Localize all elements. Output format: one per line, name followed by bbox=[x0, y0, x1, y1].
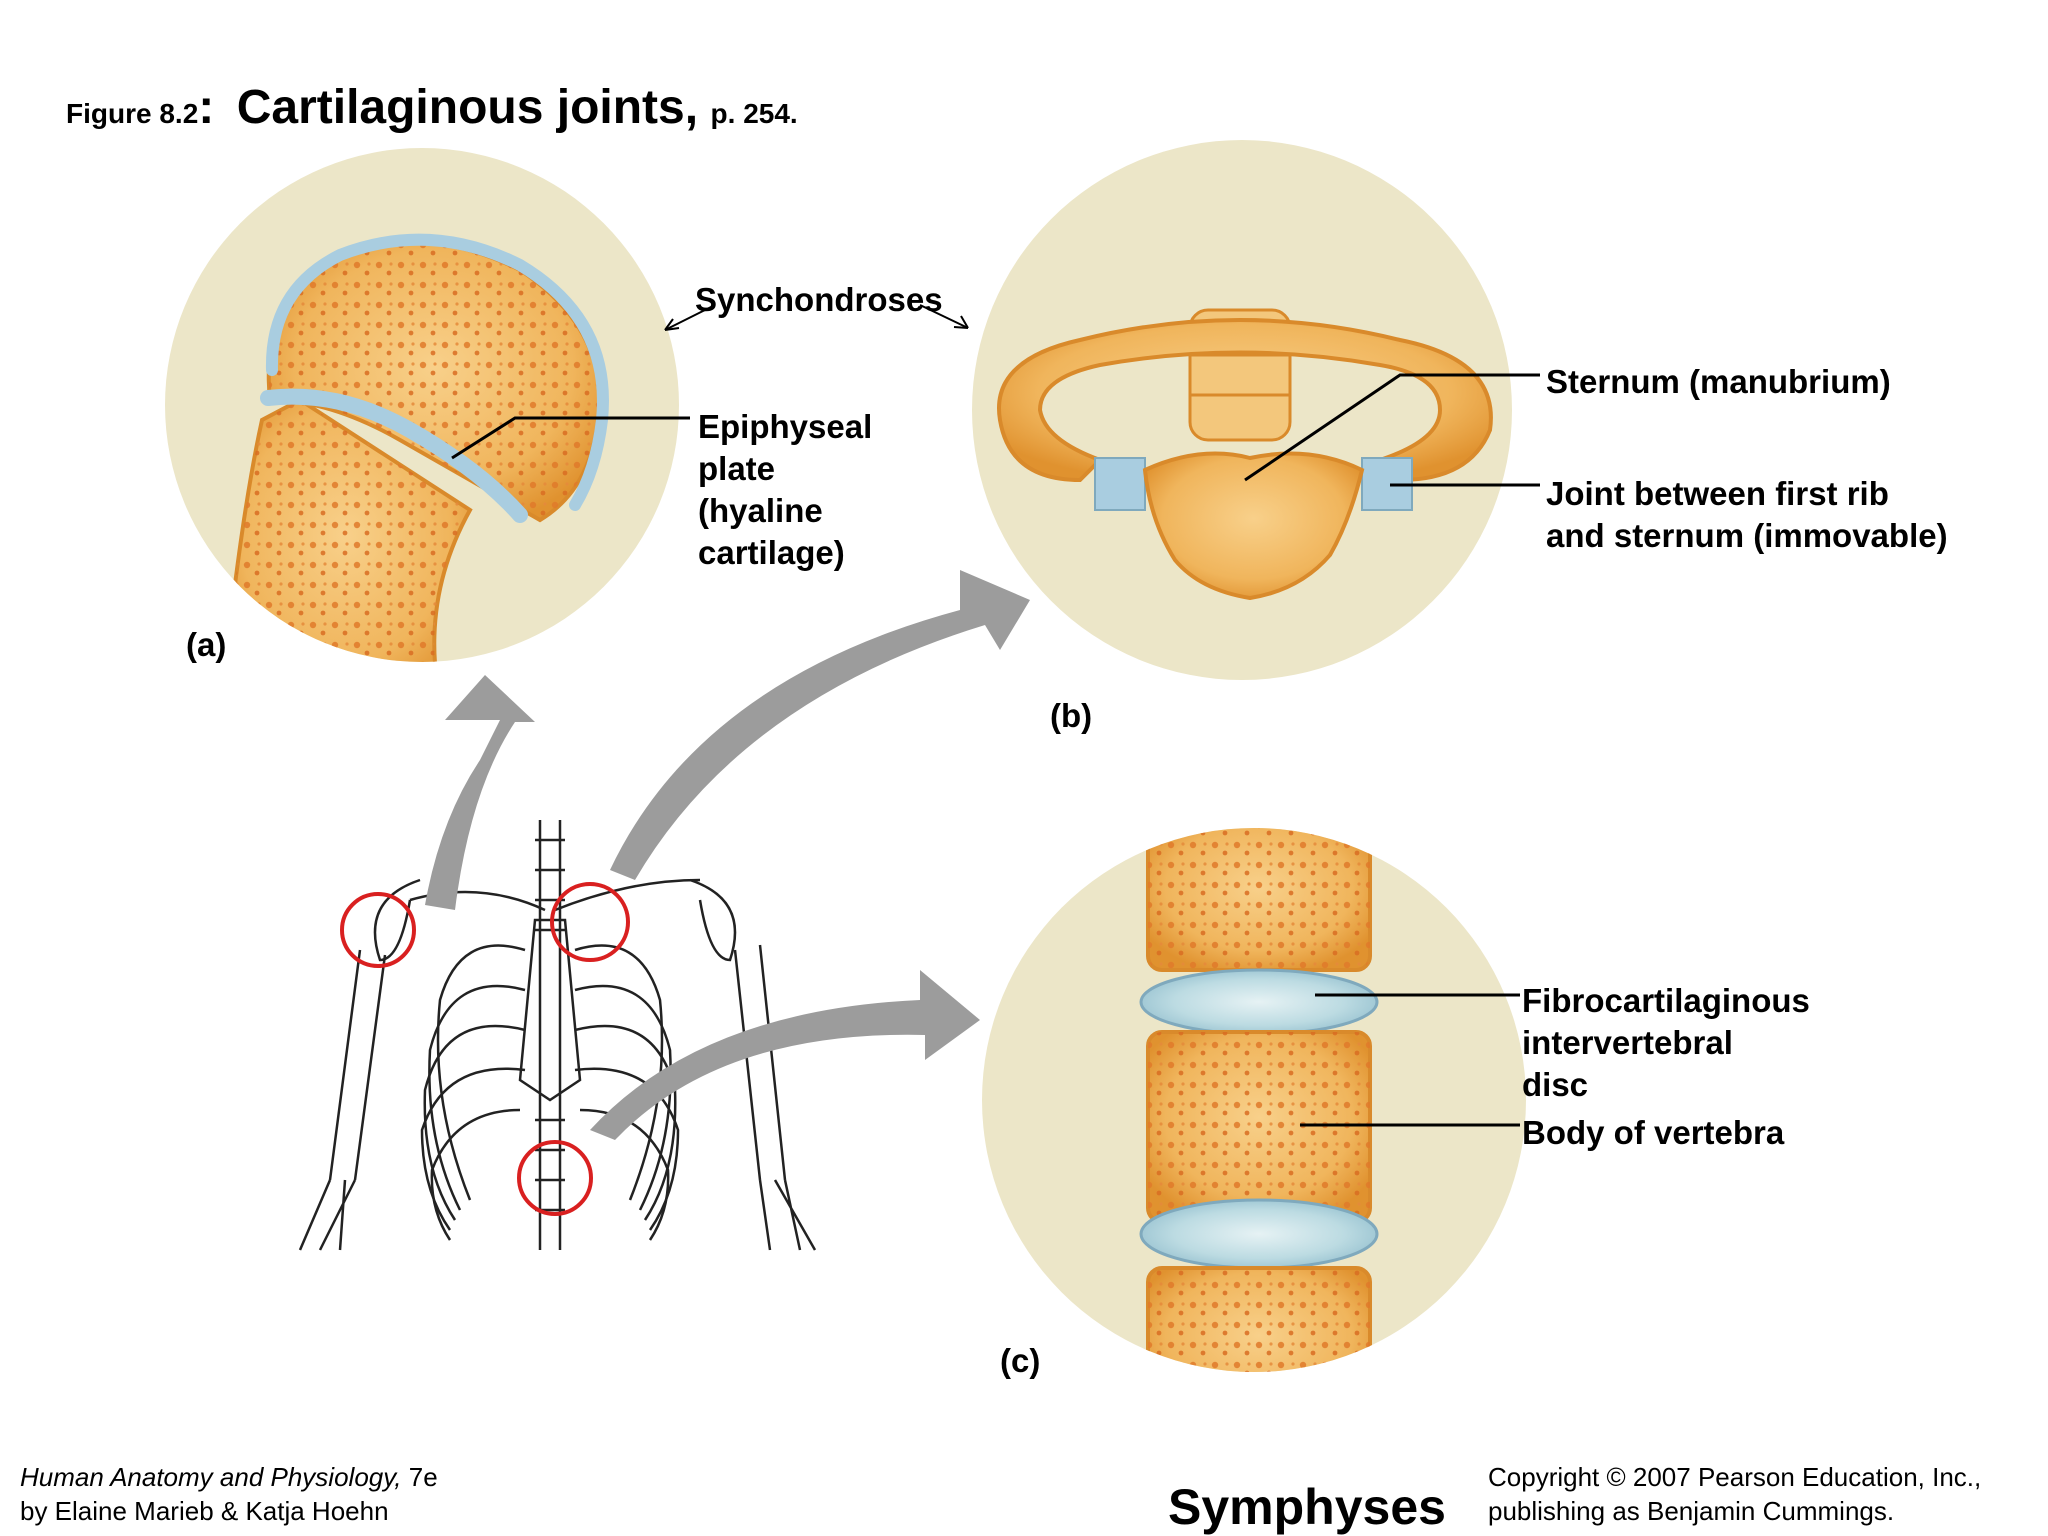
book-edition: 7e bbox=[401, 1462, 438, 1492]
leader-lines bbox=[451, 373, 1540, 1127]
epiphyseal-plate-band bbox=[260, 388, 528, 523]
synchondroses-arrows bbox=[664, 304, 969, 331]
label-epiphyseal-plate: Epiphyseal plate (hyaline cartilage) bbox=[698, 408, 873, 571]
panel-b-rib-sternum bbox=[972, 140, 1512, 680]
label-sternum: Sternum (manubrium) bbox=[1546, 363, 1891, 400]
intervertebral-disc-lower bbox=[1139, 1198, 1379, 1270]
figure-number: Figure 8.2 bbox=[66, 98, 199, 129]
panel-label-a: (a) bbox=[186, 626, 227, 663]
figure-page-ref: p. 254. bbox=[710, 98, 798, 129]
book-authors: by Elaine Marieb & Katja Hoehn bbox=[20, 1496, 389, 1526]
panel-a-epiphyseal-plate bbox=[165, 148, 679, 662]
footer-citation: Human Anatomy and Physiology, 7e by Elai… bbox=[20, 1460, 438, 1528]
label-vertebral-body: Body of vertebra bbox=[1522, 1114, 1785, 1151]
articular-cartilage bbox=[265, 233, 609, 511]
leader-sternum bbox=[1244, 373, 1540, 482]
panel-c-vertebrae bbox=[982, 828, 1526, 1372]
arrow-to-panel-b bbox=[610, 570, 1030, 880]
skeleton-drawing bbox=[298, 820, 817, 1251]
rib-cartilage-left bbox=[1094, 457, 1146, 511]
arrow-to-panel-a bbox=[425, 675, 535, 910]
highlight-circle-sternum bbox=[550, 882, 630, 962]
book-title: Human Anatomy and Physiology, bbox=[20, 1462, 402, 1492]
figure-heading: Cartilaginous joints, bbox=[236, 81, 699, 134]
first-rib bbox=[997, 318, 1493, 483]
label-first-rib-joint: Joint between first rib and sternum (imm… bbox=[1546, 475, 1948, 554]
panel-label-c: (c) bbox=[1000, 1342, 1041, 1379]
panel-label-b: (b) bbox=[1050, 697, 1093, 734]
figure-colon: : bbox=[198, 81, 215, 134]
callout-arrows bbox=[425, 570, 1030, 1140]
arrow-to-panel-c bbox=[590, 970, 980, 1140]
label-synchondroses: Synchondroses bbox=[695, 281, 943, 318]
highlight-circle-vertebra bbox=[517, 1140, 593, 1216]
manubrium bbox=[1142, 451, 1365, 601]
footer-copyright: Copyright © 2007 Pearson Education, Inc.… bbox=[1488, 1462, 1982, 1526]
highlight-circle-humerus bbox=[340, 892, 416, 968]
label-fibrocartilaginous-disc: Fibrocartilaginous intervertebral disc bbox=[1522, 982, 1810, 1103]
label-symphyses: Symphyses bbox=[1168, 1479, 1446, 1535]
leader-epiphyseal bbox=[451, 416, 690, 460]
figure-title: Figure 8.2: Cartilaginous joints, p. 254… bbox=[66, 80, 798, 135]
intervertebral-disc-upper bbox=[1139, 968, 1379, 1036]
